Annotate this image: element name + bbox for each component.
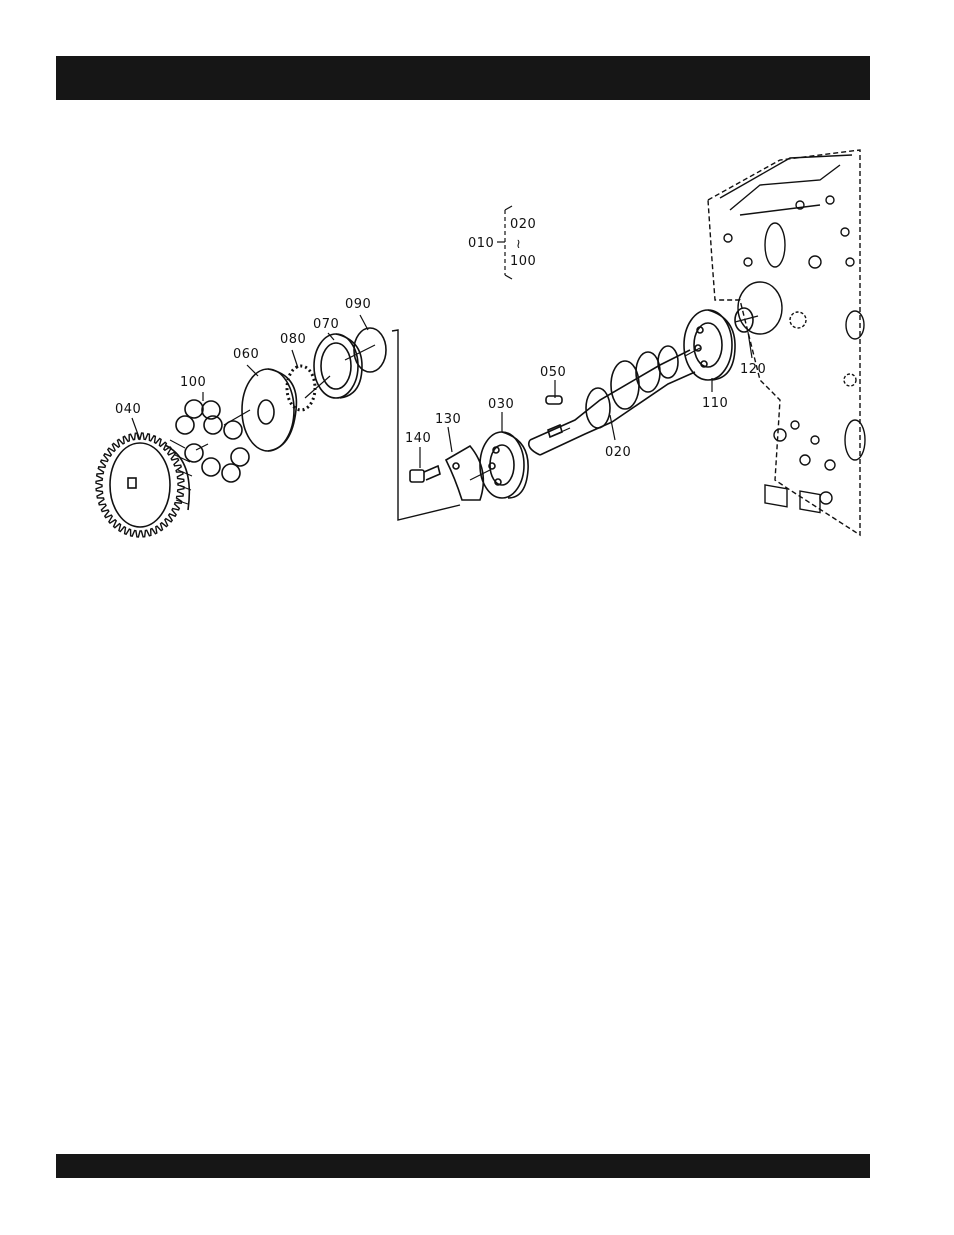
label-bracket-100: 100 — [510, 254, 536, 269]
label-020: 020 — [605, 445, 631, 460]
ball-set-100 — [176, 400, 249, 482]
label-080: 080 — [280, 332, 306, 347]
bearing-110 — [684, 310, 735, 380]
washer-060 — [242, 369, 296, 451]
label-010: 010 — [468, 236, 494, 251]
label-140: 140 — [405, 431, 431, 446]
label-060: 060 — [233, 347, 259, 362]
stopper-plate-130 — [446, 446, 483, 500]
footer-bar — [56, 1154, 870, 1178]
bolt-140 — [410, 466, 440, 482]
gear-040 — [96, 433, 192, 537]
ball-retainer-080 — [287, 366, 315, 410]
label-070: 070 — [313, 317, 339, 332]
camshaft-exploded-diagram: 010 020 ≀ 100 040 100 060 080 070 090 14… — [0, 0, 954, 600]
label-bracket-020: 020 — [510, 217, 536, 232]
label-120: 120 — [740, 362, 766, 377]
leader-lines — [132, 315, 758, 480]
key-050 — [546, 396, 562, 404]
label-100: 100 — [180, 375, 206, 390]
label-bracket-range: ≀ — [516, 237, 521, 252]
label-050: 050 — [540, 365, 566, 380]
label-090: 090 — [345, 297, 371, 312]
camshaft-020 — [529, 346, 695, 455]
label-040: 040 — [115, 402, 141, 417]
label-110: 110 — [702, 396, 728, 411]
label-130: 130 — [435, 412, 461, 427]
bearing-030 — [480, 432, 528, 498]
label-030: 030 — [488, 397, 514, 412]
